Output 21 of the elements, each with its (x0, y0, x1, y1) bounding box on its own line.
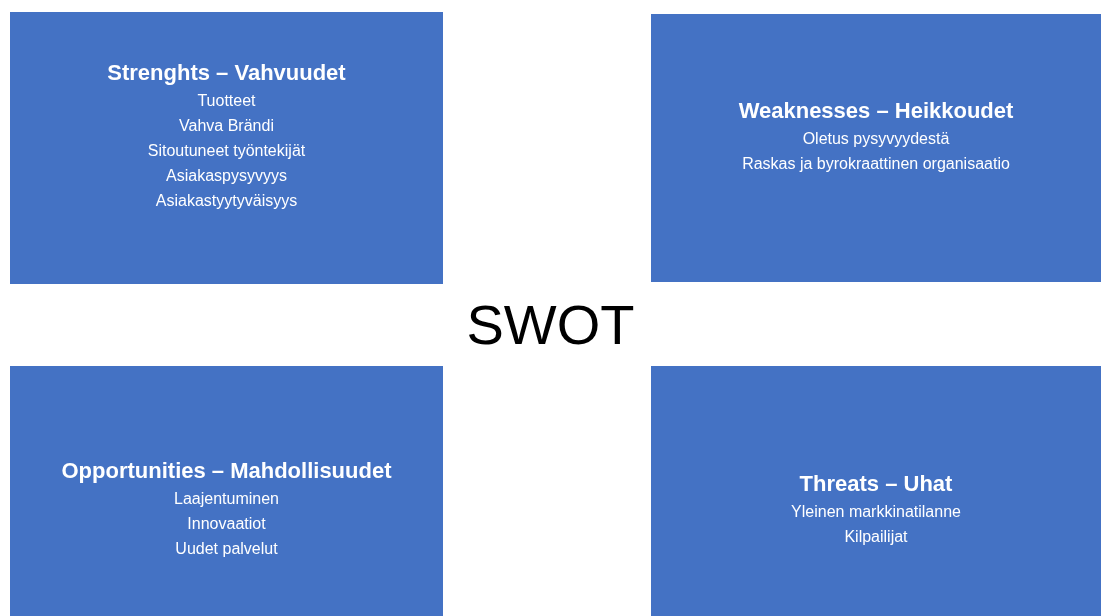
quadrant-heading: Weaknesses – Heikkoudet (738, 97, 1014, 125)
list-item: Raskas ja byrokraattinen organisaatio (742, 154, 1010, 174)
list-item: Laajentuminen (174, 489, 279, 509)
quadrant-heading: Threats – Uhat (799, 470, 953, 498)
list-item: Oletus pysyvyydestä (802, 129, 950, 149)
list-item: Vahva Brändi (179, 116, 274, 136)
diagram-title: SWOT (466, 293, 635, 356)
quadrant-box (651, 366, 1101, 616)
quadrant-box (651, 14, 1101, 282)
list-item: Sitoutuneet työntekijät (147, 141, 306, 161)
list-item: Yleinen markkinatilanne (791, 502, 961, 522)
list-item: Asiakaspysyvyys (166, 166, 287, 186)
list-item: Kilpailijat (844, 527, 908, 547)
quadrant-box (10, 366, 443, 616)
list-item: Uudet palvelut (175, 539, 278, 559)
quadrant-heading: Opportunities – Mahdollisuudet (61, 457, 392, 485)
quadrant-box (10, 12, 443, 284)
list-item: Asiakastyytyväisyys (155, 191, 298, 211)
quadrant-heading: Strenghts – Vahvuudet (107, 59, 346, 87)
list-item: Tuotteet (197, 91, 256, 111)
list-item: Innovaatiot (187, 514, 266, 534)
